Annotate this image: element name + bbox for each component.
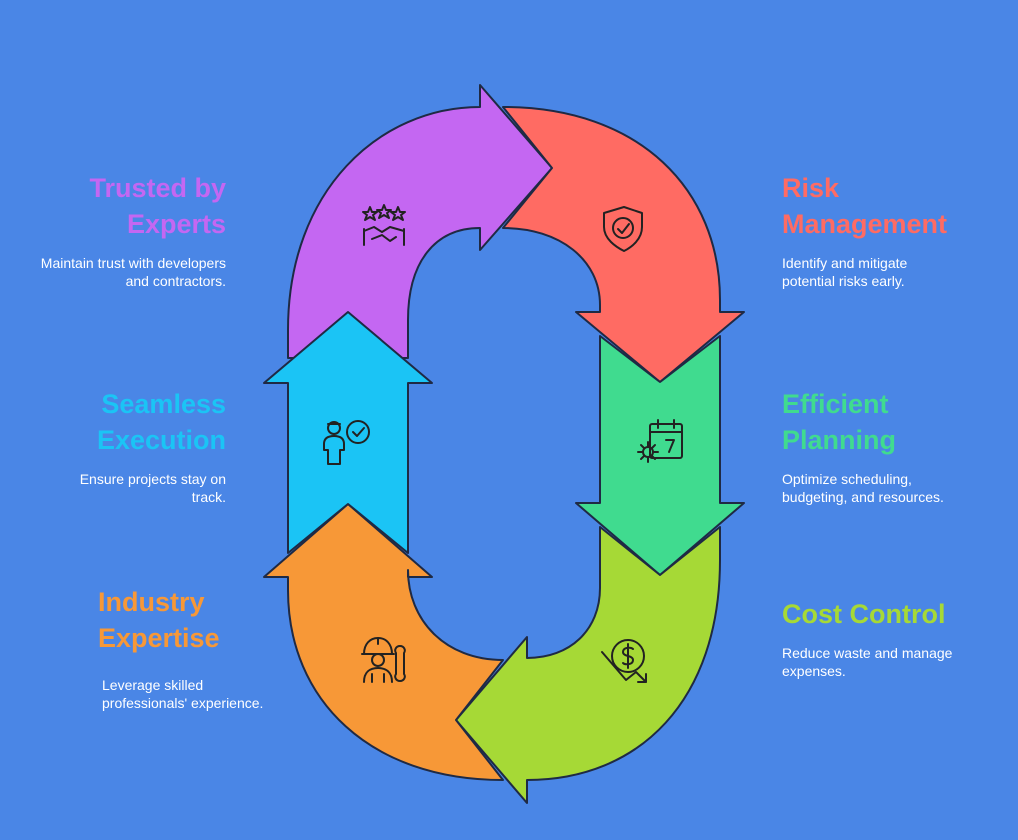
label-execution: Seamless Execution Ensure projects stay …: [56, 386, 226, 506]
label-expertise: Industry Expertise: [98, 584, 248, 656]
segment-expertise: [263, 503, 504, 781]
label-cost: Cost Control Reduce waste and manage exp…: [782, 596, 982, 680]
segment-trusted: [287, 84, 553, 359]
title-risk: Risk Management: [782, 173, 948, 239]
desc-expertise: Leverage skilled professionals' experien…: [102, 677, 264, 711]
calendar-gear-icon: [637, 419, 683, 463]
title-trusted: Trusted by Experts: [89, 173, 226, 239]
label-risk: Risk Management Identify and mitigate po…: [782, 170, 972, 290]
stars-handshake-icon: [362, 204, 406, 246]
person-check-icon: [323, 420, 370, 465]
segment-cost: [455, 526, 721, 804]
shield-check-icon: [603, 206, 643, 252]
desc-cost: Reduce waste and manage expenses.: [782, 645, 953, 679]
title-cost: Cost Control: [782, 599, 946, 629]
segment-risk: [502, 106, 745, 383]
label-trusted: Trusted by Experts Maintain trust with d…: [26, 170, 226, 290]
desc-planning: Optimize scheduling, budgeting, and reso…: [782, 471, 944, 505]
desc-execution: Ensure projects stay on track.: [79, 471, 226, 505]
label-planning: Efficient Planning Optimize scheduling, …: [782, 386, 967, 506]
title-execution: Seamless Execution: [96, 389, 226, 455]
title-planning: Efficient Planning: [782, 389, 896, 455]
dollar-down-icon: [601, 639, 647, 683]
segment-planning: [575, 335, 745, 576]
title-expertise: Industry Expertise: [98, 587, 220, 653]
desc-risk: Identify and mitigate potential risks ea…: [782, 255, 908, 289]
worker-wrench-icon: [361, 637, 406, 683]
label-expertise-desc: Leverage skilled professionals' experien…: [102, 676, 292, 712]
desc-trusted: Maintain trust with developers and contr…: [40, 255, 226, 289]
